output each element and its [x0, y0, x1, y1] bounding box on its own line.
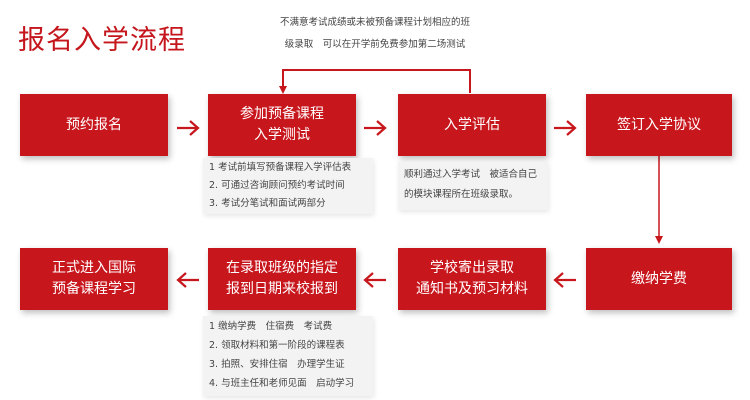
report-notes: 1 缴纳学费 住宿费 考试费 2. 领取材料和第一阶段的课程表 3. 拍照、安排…: [203, 316, 373, 396]
note-line: 的模块课程所在班级录取。: [404, 189, 519, 200]
step-assessment-label: 入学评估: [444, 116, 500, 133]
step-report-label: 报到日期来校报到: [226, 281, 338, 297]
note-line: 1 考试前填写预备课程入学评估表: [209, 162, 352, 173]
step-start-study-label: 预备课程学习: [52, 281, 136, 297]
note-line: 2. 领取材料和第一阶段的课程表: [209, 340, 345, 351]
note-line: 3. 拍照、安排住宿 办理学生证: [209, 359, 345, 370]
step-prep-test-label: 参加预备课程: [240, 106, 324, 122]
step-prep-test-label: 入学测试: [254, 127, 310, 143]
retest-note-line: 不满意考试成绩或未被预备课程计划相应的班: [279, 17, 470, 28]
step-prep-test: 参加预备课程 入学测试: [208, 94, 356, 156]
step-pay-fee-label: 缴纳学费: [631, 270, 687, 287]
chevron-right-icon: [358, 113, 392, 143]
step-admission-notice-label: 学校寄出录取: [430, 260, 514, 276]
step-report: 在录取班级的指定 报到日期来校报到: [208, 248, 356, 310]
page-title: 报名入学流程: [18, 25, 186, 56]
chevron-left-icon: [171, 265, 205, 295]
chevron-left-icon: [358, 265, 392, 295]
note-line: 1 缴纳学费 住宿费 考试费: [209, 321, 333, 332]
step-start-study-label: 正式进入国际: [52, 260, 136, 276]
chevron-right-icon: [171, 113, 205, 143]
note-line: 顺利通过入学考试 被适合自己: [404, 169, 538, 180]
chevron-left-icon: [548, 265, 582, 295]
step-agreement: 签订入学协议: [586, 94, 732, 156]
chevron-right-icon: [548, 113, 582, 143]
step-agreement-label: 签订入学协议: [617, 116, 701, 133]
step-assessment: 入学评估: [398, 94, 546, 156]
step-register: 预约报名: [20, 94, 168, 156]
step-start-study: 正式进入国际 预备课程学习: [20, 248, 168, 310]
step-register-label: 预约报名: [66, 116, 122, 133]
step-report-label: 在录取班级的指定: [226, 260, 338, 276]
step-pay-fee: 缴纳学费: [586, 248, 732, 310]
retest-loop-arrow: [279, 69, 471, 94]
retest-note: 不满意考试成绩或未被预备课程计划相应的班 级录取 可以在开学前免费参加第二场测试: [270, 12, 480, 56]
test-notes: 1 考试前填写预备课程入学评估表 2. 可通过咨询顾问预约考试时间 3. 考试分…: [203, 158, 373, 214]
retest-note-line: 级录取 可以在开学前免费参加第二场测试: [284, 39, 466, 50]
note-line: 4. 与班主任和老师见面 启动学习: [209, 378, 355, 389]
assessment-note: 顺利通过入学考试 被适合自己 的模块课程所在班级录取。: [398, 162, 548, 210]
note-line: 3. 考试分笔试和面试两部分: [209, 198, 326, 209]
step-admission-notice-label: 通知书及预习材料: [416, 281, 528, 297]
step-admission-notice: 学校寄出录取 通知书及预习材料: [398, 248, 546, 310]
note-line: 2. 可通过咨询顾问预约考试时间: [209, 180, 345, 191]
